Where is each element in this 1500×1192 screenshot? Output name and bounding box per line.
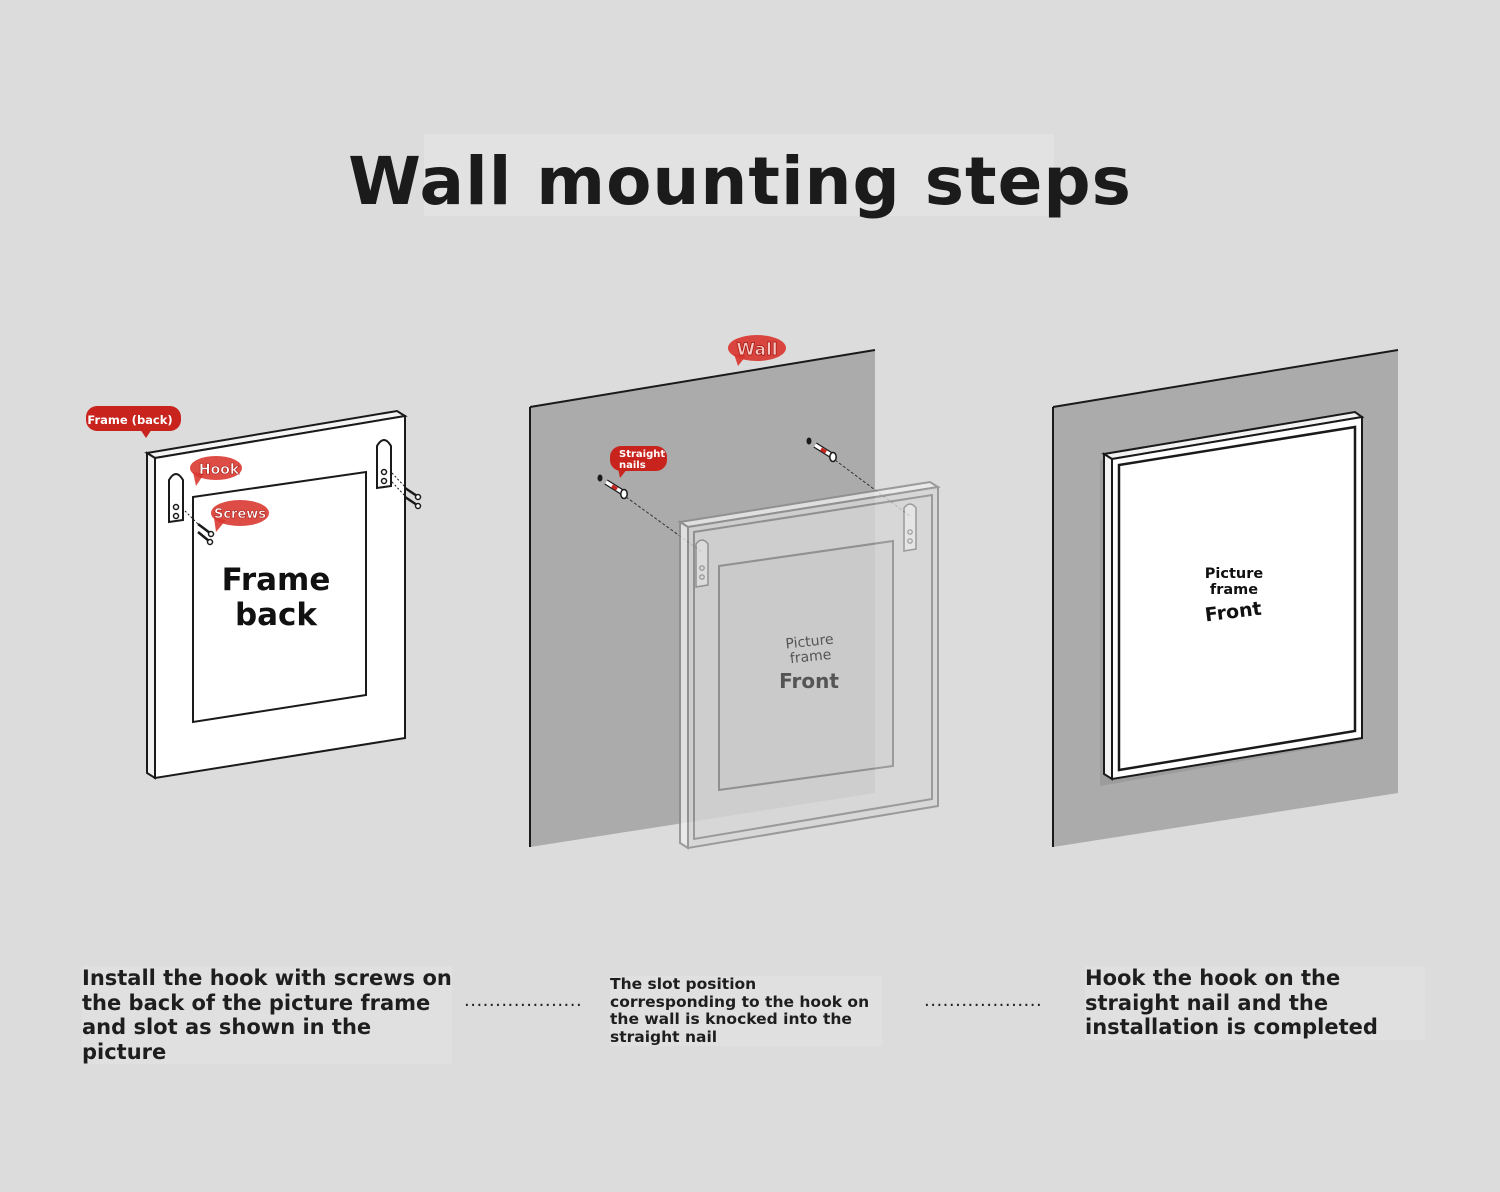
callout-nails-line1: Straight [619, 449, 665, 460]
callout-hook: Hook [190, 456, 242, 486]
screw-icon [184, 510, 215, 546]
callout-frame-back: Frame (back) [86, 406, 181, 438]
callout-wall: Wall [728, 335, 786, 366]
callout-straight-nails: Straight nails [610, 446, 667, 478]
step1-frame-back: Frame back [86, 406, 422, 780]
step3-caption: Hook the hook on the straight nail and t… [1085, 966, 1425, 1040]
step2-caption: The slot position corresponding to the h… [610, 975, 882, 1046]
translucent-picture-frame [677, 480, 941, 850]
translucent-frame-label-line2: frame [789, 647, 832, 667]
title-plate [424, 134, 1054, 216]
mounted-frame-inner [1117, 425, 1357, 772]
callout-screws-text: Screws [214, 507, 266, 522]
frame-back-inner-panel [192, 470, 367, 724]
translucent-frame-label-line3: Front [779, 669, 839, 693]
step1-caption: Install the hook with screws on the back… [82, 966, 452, 1064]
translucent-frame-label-line1: Picture [785, 632, 835, 653]
mounted-frame-label-line2: frame [1210, 582, 1258, 598]
nail-icon [806, 437, 837, 463]
callout-screws: Screws [211, 500, 269, 532]
nail-icon [597, 474, 628, 500]
frame-back-label-line2: back [235, 597, 318, 633]
callout-hook-text: Hook [199, 462, 240, 478]
screw-icon [391, 472, 422, 510]
step-separator: ................... [924, 990, 1043, 1011]
mounted-frame-label-line1: Picture [1205, 566, 1264, 582]
callout-wall-text: Wall [736, 340, 777, 360]
step-separator: ................... [464, 990, 583, 1011]
callout-nails-line2: nails [619, 460, 646, 471]
page-title: Wall mounting steps [348, 143, 1132, 220]
step3-mounted-frame: Picture frame Front [1052, 349, 1399, 847]
frame-back-label-line1: Frame [222, 562, 331, 598]
step2-wall-and-frame: Wall Straight nails [529, 335, 941, 850]
hook-icon [376, 439, 392, 490]
hook-icon [168, 473, 184, 524]
callout-frame-back-text: Frame (back) [87, 413, 172, 427]
